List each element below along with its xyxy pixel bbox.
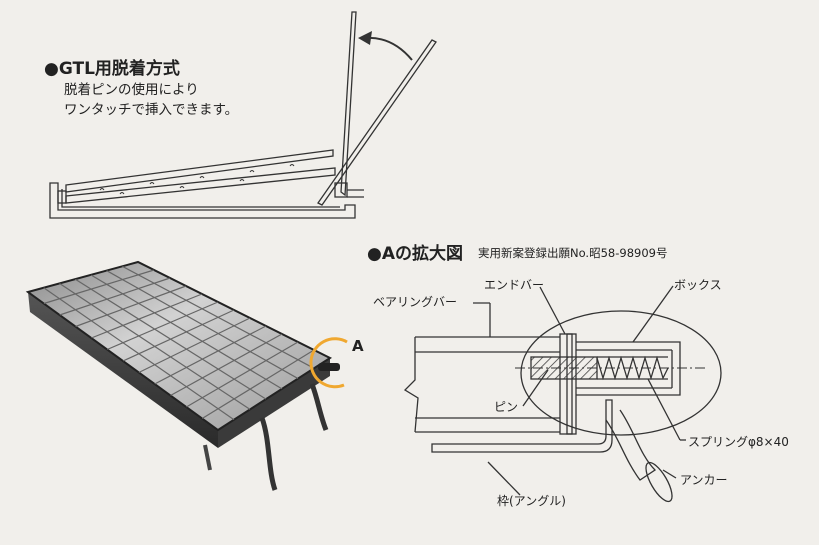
section-desc-line2: ワンタッチで挿入できます。: [64, 102, 239, 118]
section-desc-line1: 脱着ピンの使用により: [64, 82, 199, 98]
label-spring: スプリングφ8×40: [688, 435, 789, 449]
section-subtitle-patent: 実用新案登録出願No.昭58-98909号: [478, 246, 668, 260]
grid-line: [201, 349, 315, 420]
label-pin: ピン: [494, 400, 519, 414]
grid-line: [91, 293, 203, 339]
label-frame-angle: 枠(アングル): [497, 494, 566, 508]
grid-line: [75, 285, 187, 328]
photo-marker-a: A: [352, 337, 364, 355]
label-bearing-bar: ベアリングバー: [373, 295, 458, 309]
grid-line: [74, 278, 267, 400]
grid-line: [43, 287, 235, 421]
grid-line: [154, 325, 267, 385]
grid-line: [138, 317, 251, 374]
grid-line: [122, 265, 315, 369]
label-end-bar: エンドバー: [484, 278, 545, 292]
grid-line: [186, 341, 299, 408]
grid-line: [59, 282, 251, 410]
label-box: ボックス: [674, 278, 722, 292]
grid-line: [106, 270, 299, 380]
grid-line: [43, 269, 155, 305]
grid-line: [59, 277, 171, 316]
grid-line: [170, 333, 283, 397]
grid-line: [90, 274, 283, 390]
grid-line: [106, 301, 219, 351]
label-anchor: アンカー: [680, 473, 728, 487]
section-title-gtl: ●GTL用脱着方式: [44, 59, 180, 79]
grid-line: [122, 309, 235, 362]
section-title-detail: ●Aの拡大図: [367, 244, 463, 264]
